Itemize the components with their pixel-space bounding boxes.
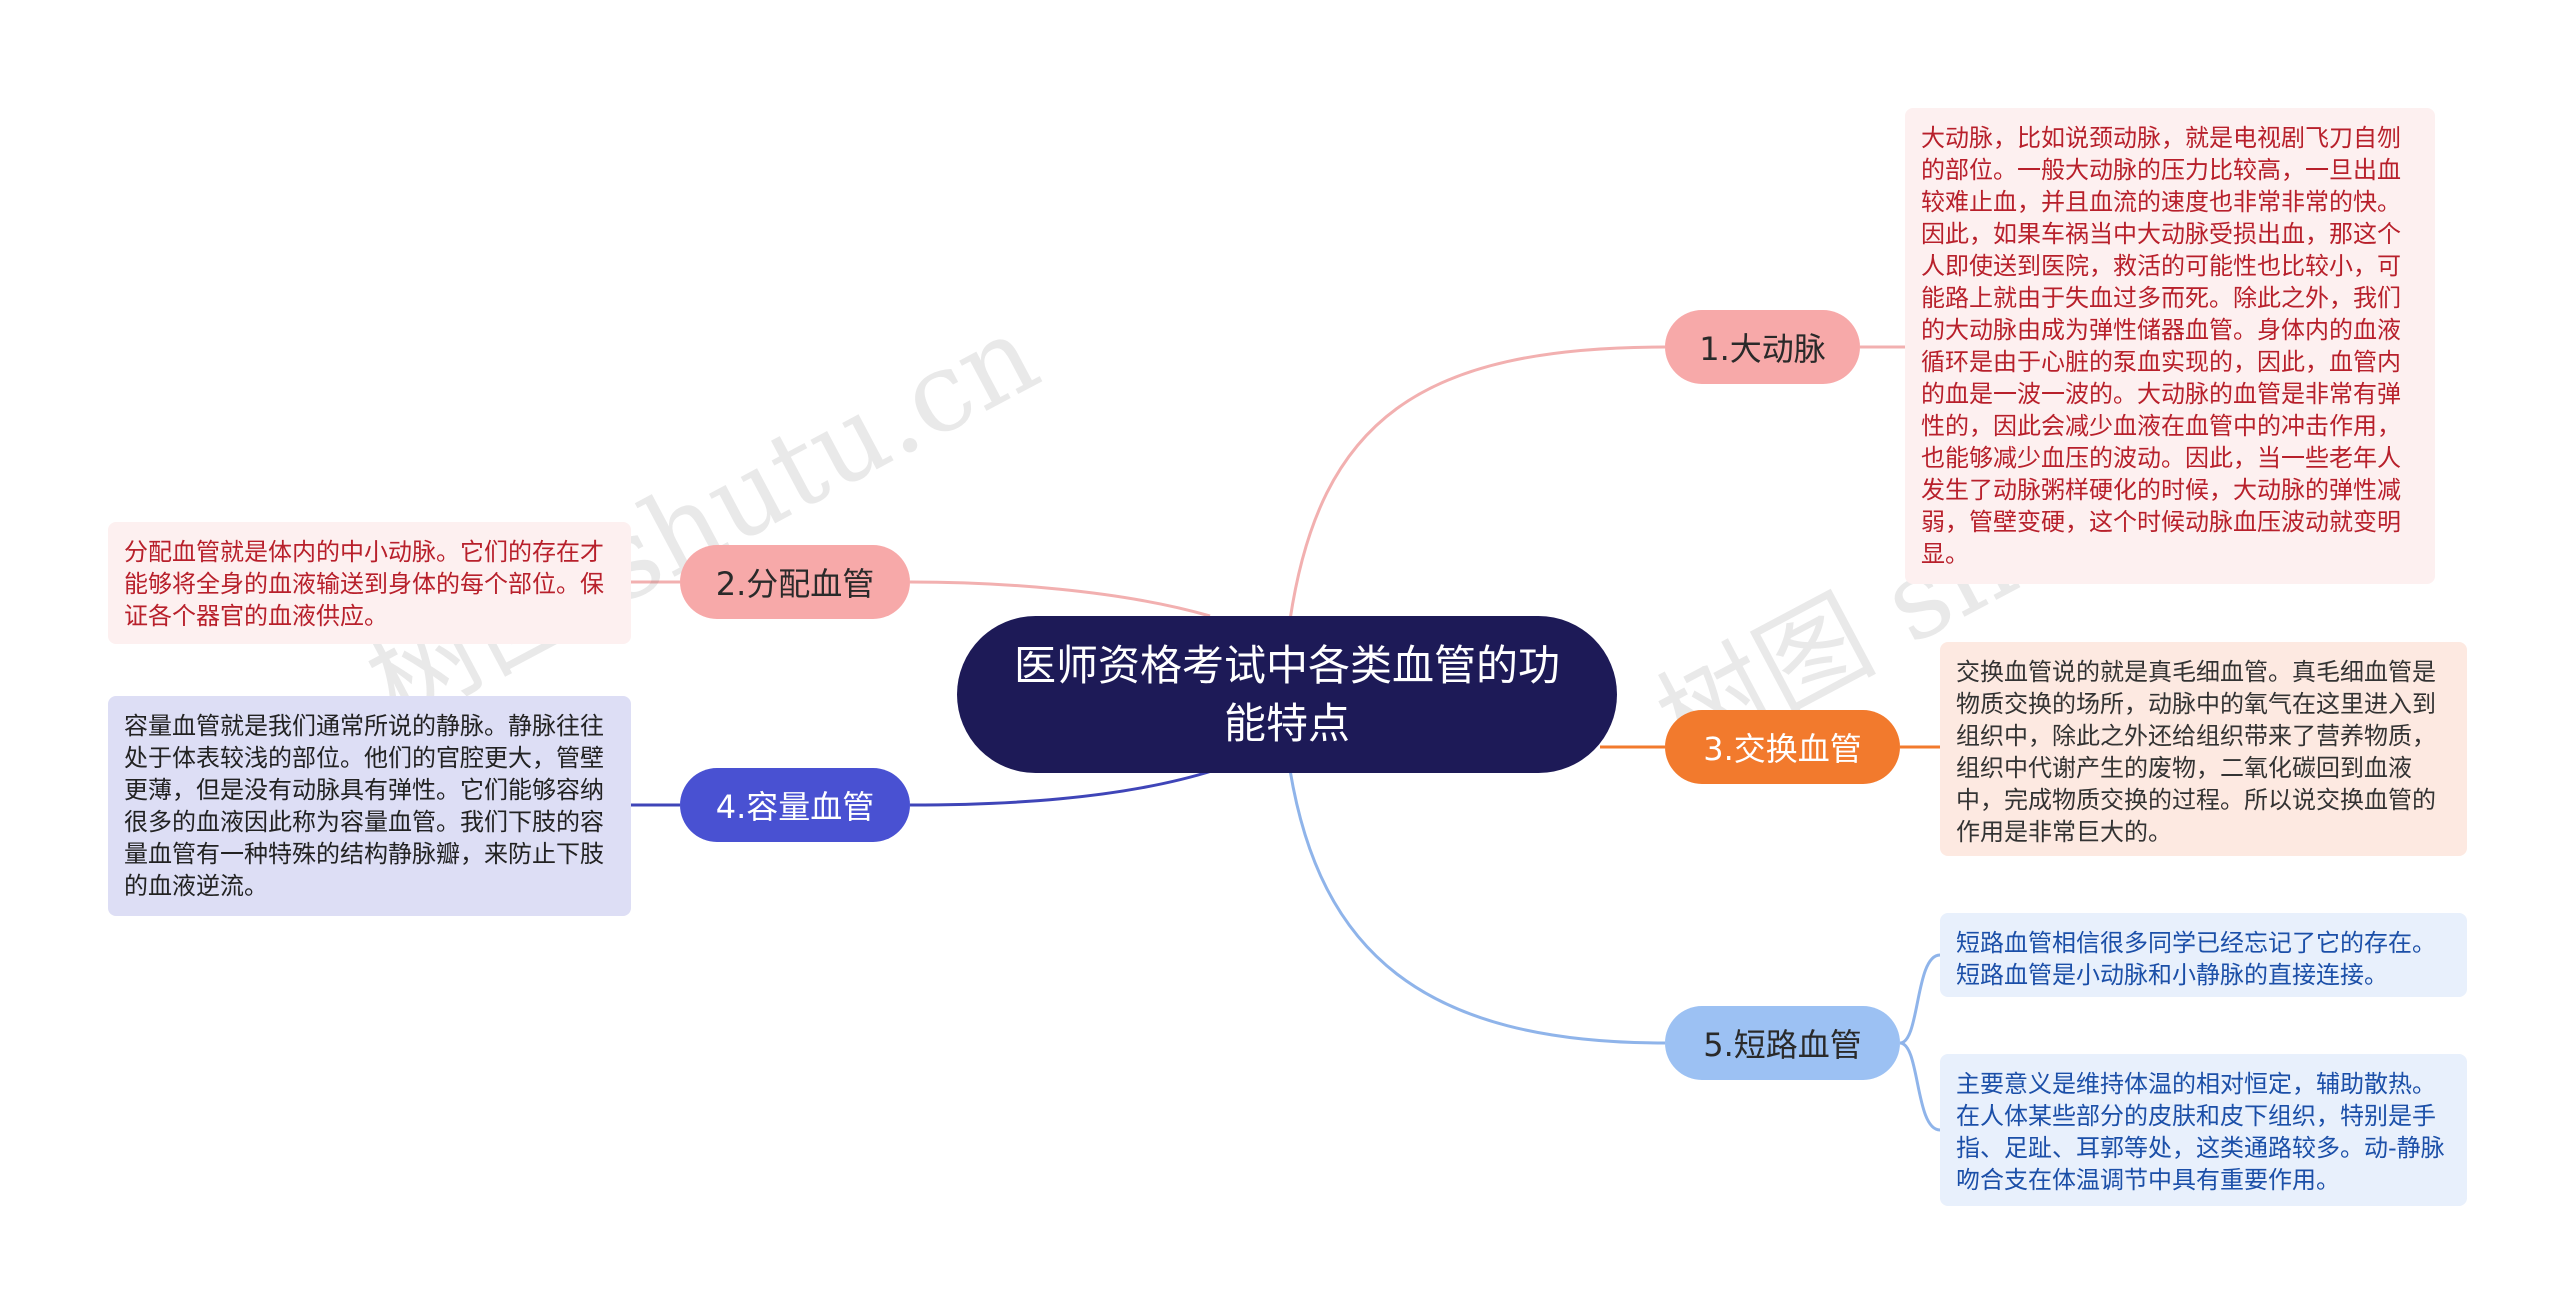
branch-large-artery[interactable]: 1.大动脉 <box>1665 310 1860 384</box>
connector-root-branch5 <box>1288 769 1666 1045</box>
branch-label: 5.短路血管 <box>1703 1026 1862 1064</box>
note-distribution-vessel[interactable]: 分配血管就是体内的中小动脉。它们的存在才能够将全身的血液输送到身体的每个部位。保… <box>108 522 631 644</box>
connector-branch5-note-b <box>1899 1041 1941 1132</box>
branch-label: 2.分配血管 <box>715 565 875 603</box>
branch-label: 4.容量血管 <box>715 788 875 826</box>
connector-root-branch2 <box>909 580 1211 618</box>
connector-branch5-note-a <box>1899 953 1941 1045</box>
branch-exchange-vessel[interactable]: 3.交换血管 <box>1665 710 1900 784</box>
branch-shunt-vessel[interactable]: 5.短路血管 <box>1665 1006 1900 1080</box>
branch-distribution-vessel[interactable]: 2.分配血管 <box>680 545 910 619</box>
note-shunt-vessel-definition[interactable]: 短路血管相信很多同学已经忘记了它的存在。短路血管是小动脉和小静脉的直接连接。 <box>1940 913 2467 997</box>
root-title: 医师资格考试中各类血管的功能特点 <box>1013 640 1560 748</box>
connector-root-branch4 <box>909 768 1216 807</box>
connector-root-branch1 <box>1288 345 1666 621</box>
root-node[interactable]: 医师资格考试中各类血管的功能特点 <box>957 616 1617 773</box>
note-shunt-vessel-function[interactable]: 主要意义是维持体温的相对恒定，辅助散热。在人体某些部分的皮肤和皮下组织，特别是手… <box>1940 1054 2467 1206</box>
branch-label: 1.大动脉 <box>1699 330 1826 368</box>
branch-capacity-vessel[interactable]: 4.容量血管 <box>680 768 910 842</box>
note-large-artery[interactable]: 大动脉，比如说颈动脉，就是电视剧飞刀自刎的部位。一般大动脉的压力比较高，一旦出血… <box>1905 108 2435 584</box>
note-capacity-vessel[interactable]: 容量血管就是我们通常所说的静脉。静脉往往处于体表较浅的部位。他们的官腔更大，管壁… <box>108 696 631 916</box>
note-exchange-vessel[interactable]: 交换血管说的就是真毛细血管。真毛细血管是物质交换的场所，动脉中的氧气在这里进入到… <box>1940 642 2467 856</box>
branch-label: 3.交换血管 <box>1703 730 1862 768</box>
